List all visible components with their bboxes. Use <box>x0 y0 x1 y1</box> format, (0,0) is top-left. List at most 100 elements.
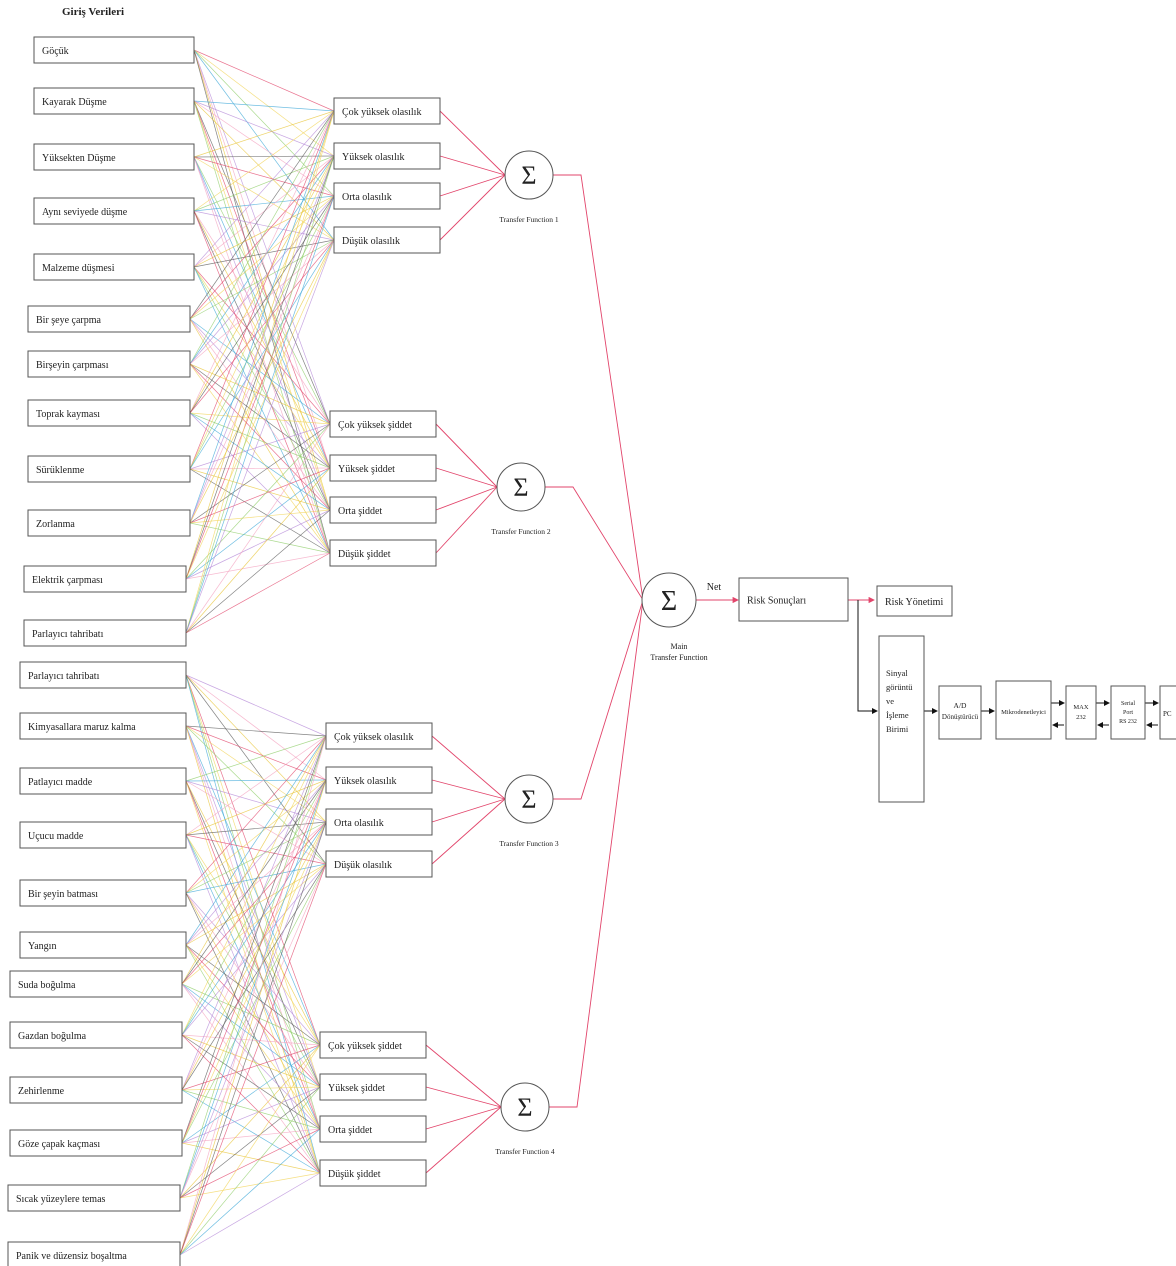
connection-line <box>189 423 331 524</box>
connection-line <box>185 834 321 1088</box>
main-transfer-label: Transfer Function <box>650 653 707 662</box>
sum-circle <box>504 150 554 200</box>
transfer-function-label: Transfer Function 1 <box>499 215 559 224</box>
input-node: Panik ve düzensiz boşaltma <box>7 1241 181 1266</box>
risk-management-box-label: Risk Yönetimi <box>885 597 943 608</box>
input-node: Patlayıcı madde <box>19 767 187 795</box>
connection-line <box>181 735 327 1091</box>
hidden-node-label: Düşük olasılık <box>342 236 400 247</box>
connection-line <box>185 725 327 865</box>
connection-line <box>189 509 331 524</box>
adc-line: Dönüştürücü <box>942 713 979 721</box>
connection-line <box>193 195 335 212</box>
input-node-label: Yangın <box>28 941 56 952</box>
connection-line <box>185 552 331 634</box>
connection-line <box>185 674 321 1088</box>
hidden-node: Çok yüksek olasılık <box>325 722 433 750</box>
connection-line <box>189 110 335 365</box>
connection-line <box>189 155 335 414</box>
sum-symbol: Σ <box>521 785 536 814</box>
input-node-label: Zorlanma <box>36 519 75 530</box>
connection-line <box>189 363 331 469</box>
hidden-node-frame <box>329 454 437 482</box>
connection-line <box>189 412 331 469</box>
hidden-node: Yüksek şiddet <box>319 1073 427 1101</box>
connection-line <box>189 239 335 365</box>
input-node-frame <box>33 143 195 171</box>
max232-line: MAX <box>1073 704 1088 711</box>
input-node-frame <box>9 1129 183 1157</box>
hidden-node-label: Düşük şiddet <box>338 549 391 560</box>
serial-port-line: RS 232 <box>1119 719 1137 725</box>
connection-line <box>185 155 335 580</box>
hidden-node-label: Yüksek şiddet <box>328 1083 385 1094</box>
connection-line <box>179 863 327 1256</box>
hidden-node-frame <box>319 1115 427 1143</box>
connection-line <box>179 779 327 1256</box>
input-node-frame <box>7 1241 181 1266</box>
hidden-node-frame <box>333 142 441 170</box>
connection-line <box>193 100 335 241</box>
signal-unit-line: görüntü <box>886 682 913 692</box>
input-node: Suda boğulma <box>9 970 183 998</box>
serial-port-line: Serial <box>1121 701 1135 707</box>
connection-line <box>193 266 331 554</box>
connection-line <box>181 1089 321 1174</box>
connection-line <box>185 509 331 580</box>
main-label: Main <box>671 642 688 651</box>
adc-frame <box>938 685 982 740</box>
connection-line <box>185 155 335 634</box>
connection-line <box>435 486 498 554</box>
input-node: Yangın <box>19 931 187 959</box>
input-node: Bir şeyin batması <box>19 879 187 907</box>
connection-line <box>185 725 327 737</box>
connection-line <box>179 779 327 1199</box>
input-node-frame <box>33 87 195 115</box>
connection-line <box>185 780 321 1174</box>
connection-line <box>435 486 498 511</box>
connection-line <box>193 210 331 511</box>
connection-line <box>189 412 331 511</box>
connection-line <box>179 1128 321 1256</box>
connection-line <box>181 779 327 1144</box>
signal-unit-line: ve <box>886 696 894 706</box>
input-node-frame <box>33 197 195 225</box>
connection-line <box>181 1089 321 1130</box>
connection-line <box>181 863 327 1091</box>
connection-line <box>185 725 321 1046</box>
connection-line <box>185 725 327 823</box>
hidden-node: Orta şiddet <box>319 1115 427 1143</box>
hidden-node-label: Orta olasılık <box>342 192 392 203</box>
connection-line <box>185 423 331 634</box>
input-node-frame <box>19 767 187 795</box>
connection-line <box>185 780 327 823</box>
connection-line <box>189 155 335 470</box>
connection-line <box>431 798 506 865</box>
hidden-node: Yüksek olasılık <box>333 142 441 170</box>
hidden-node: Düşük şiddet <box>329 539 437 567</box>
input-node-frame <box>33 36 195 64</box>
connection-line <box>181 735 327 985</box>
connection-line <box>185 467 331 580</box>
connection-line <box>193 110 335 212</box>
connection-line <box>185 779 327 946</box>
connection-line <box>179 1172 321 1256</box>
connection-line <box>181 821 327 985</box>
hidden-node-frame <box>333 97 441 125</box>
diagram-title: Giriş Verileri <box>62 6 125 18</box>
connection-line <box>179 735 327 1256</box>
connection-line <box>193 155 335 212</box>
input-node-frame <box>27 509 191 537</box>
connection-line <box>185 892 321 1174</box>
transfer-function-label: Transfer Function 3 <box>499 839 559 848</box>
connection-line <box>185 944 321 1088</box>
connection-line <box>185 674 327 737</box>
input-node-label: Sıcak yüzeylere temas <box>16 1194 106 1205</box>
input-node-label: Bir şeye çarpma <box>36 315 102 326</box>
hidden-node-frame <box>333 182 441 210</box>
connection-line <box>179 863 327 1199</box>
connection-line <box>181 779 327 1036</box>
